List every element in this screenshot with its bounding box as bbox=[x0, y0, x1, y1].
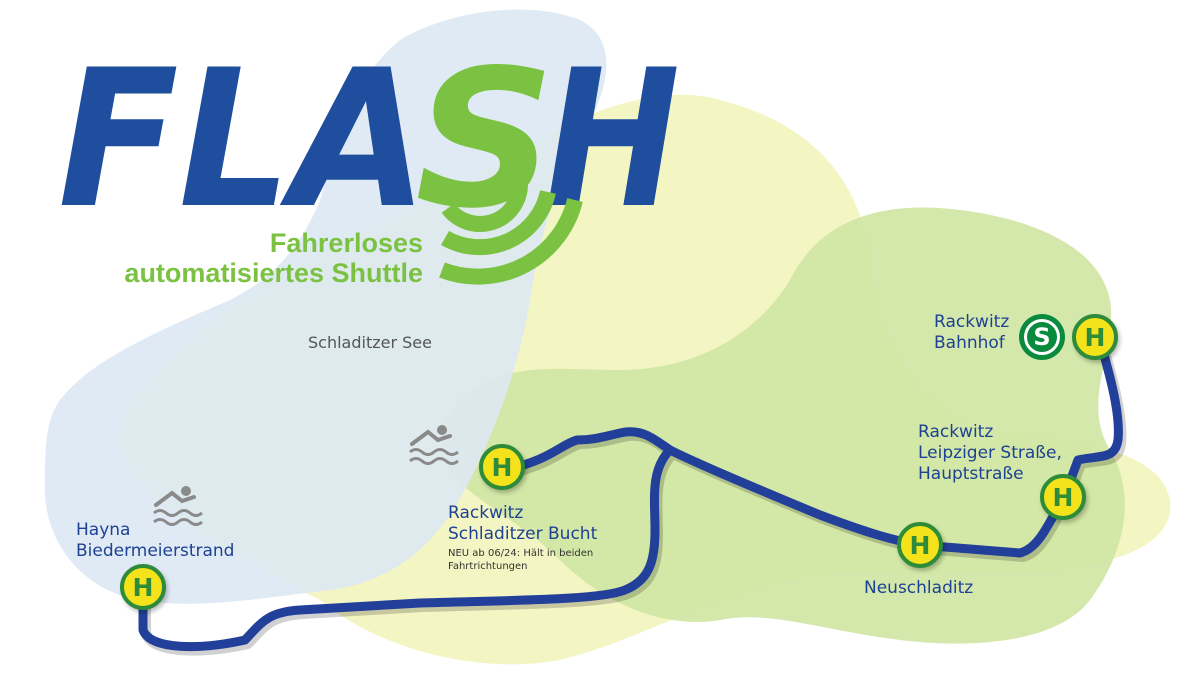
stop-note-line: NEU ab 06/24: Hält in beiden bbox=[448, 548, 594, 559]
stop-h-icon[interactable]: H bbox=[479, 444, 525, 490]
green-area bbox=[441, 207, 1125, 644]
s-bahn-icon: S bbox=[1019, 314, 1065, 360]
flash-logo: FLA S H bbox=[58, 29, 680, 285]
tagline-line1: Fahrerloses bbox=[269, 228, 423, 258]
signal-waves-icon bbox=[439, 183, 583, 285]
lake-area bbox=[45, 9, 607, 604]
stop-label-line: Rackwitz bbox=[934, 312, 1010, 332]
stop-label-neuschladitz: Neuschladitz bbox=[864, 578, 973, 599]
stop-label-hayna: Hayna Biedermeierstrand bbox=[76, 520, 234, 562]
lake-label: Schladitzer See bbox=[308, 333, 432, 352]
stop-label-leipziger: Rackwitz Leipziger Straße, Hauptstraße bbox=[918, 422, 1062, 485]
stop-label-bucht: Rackwitz Schladitzer Bucht bbox=[448, 503, 597, 545]
swimming-icon bbox=[409, 425, 459, 465]
stop-h-icon[interactable]: H bbox=[1072, 314, 1118, 360]
stop-label-line: Neuschladitz bbox=[864, 578, 974, 598]
logo-tagline: Fahrerloses automatisiertes Shuttle bbox=[124, 228, 423, 288]
stop-note-bucht: NEU ab 06/24: Hält in beiden Fahrtrichtu… bbox=[448, 547, 593, 573]
s-bahn-letter: S bbox=[1024, 319, 1060, 355]
swimming-icon bbox=[153, 486, 203, 526]
shuttle-route-line bbox=[138, 330, 1123, 651]
stop-label-line: Schladitzer Bucht bbox=[448, 524, 598, 544]
stop-label-line: Rackwitz bbox=[918, 422, 994, 442]
stop-h-icon[interactable]: H bbox=[897, 522, 943, 568]
stop-note-line: Fahrtrichtungen bbox=[448, 561, 528, 572]
stop-label-line: Rackwitz bbox=[448, 503, 524, 523]
stop-h-icon[interactable]: H bbox=[1040, 474, 1086, 520]
stop-label-line: Bahnhof bbox=[934, 333, 1005, 353]
stop-label-bahnhof: Rackwitz Bahnhof bbox=[934, 312, 1009, 354]
stop-label-line: Hayna bbox=[76, 520, 131, 540]
stop-label-line: Hauptstraße bbox=[918, 464, 1024, 484]
tagline-line2: automatisiertes Shuttle bbox=[124, 258, 423, 288]
stop-label-line: Biedermeierstrand bbox=[76, 541, 235, 561]
logo-text-fla: FLA bbox=[58, 29, 428, 250]
stop-h-icon[interactable]: H bbox=[120, 564, 166, 610]
stop-label-line: Leipziger Straße, bbox=[918, 443, 1062, 463]
